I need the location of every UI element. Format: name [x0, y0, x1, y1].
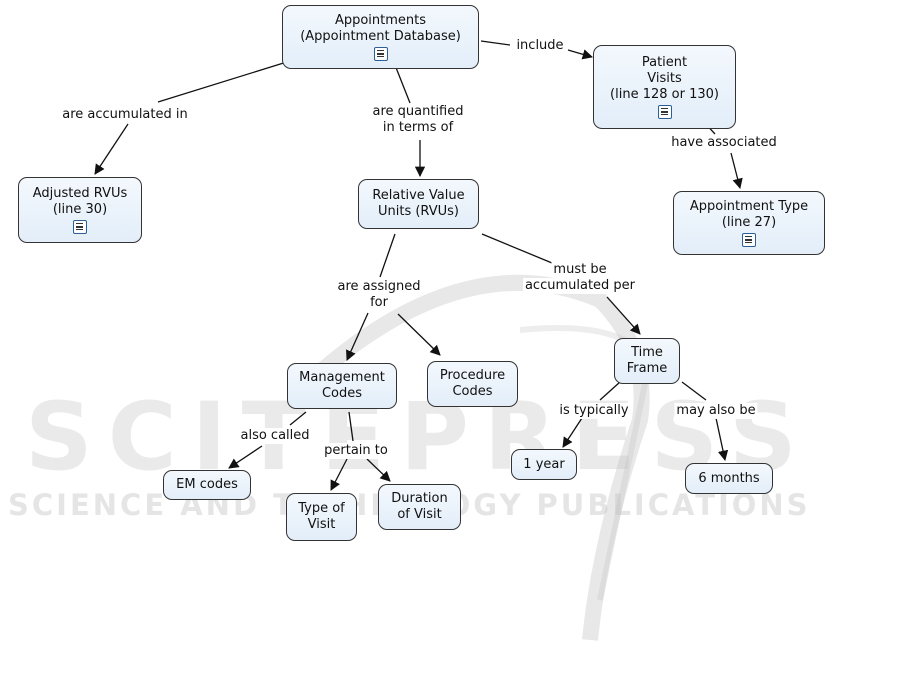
link-assigned-b: [346, 312, 369, 361]
link-label-assigned-1: are assigned: [335, 279, 423, 295]
link-typically-a: [599, 381, 621, 401]
node-rvus[interactable]: Relative Value Units (RVUs): [358, 179, 479, 229]
link-mustbe-b: [606, 296, 641, 335]
link-include-a: [480, 40, 511, 46]
node-em-codes[interactable]: EM codes: [163, 470, 251, 500]
node-appointments[interactable]: Appointments (Appointment Database): [282, 5, 479, 69]
link-label-also-called: also called: [238, 428, 312, 444]
link-alsocalled-b: [228, 445, 263, 469]
link-pertain-b: [330, 458, 348, 491]
link-pertain-c: [366, 458, 391, 482]
link-associated-b: [730, 152, 743, 190]
link-include-b: [567, 49, 593, 60]
link-alsocalled-a: [289, 411, 307, 426]
node-patient-visits[interactable]: Patient Visits (line 128 or 130): [593, 45, 736, 129]
node-procedure-codes[interactable]: Procedure Codes: [427, 361, 518, 407]
node-adjusted-rvus[interactable]: Adjusted RVUs (line 30): [18, 177, 142, 243]
link-label-mustbe-1: must be: [551, 262, 609, 278]
link-assigned-c: [397, 313, 441, 356]
node-six-months[interactable]: 6 months: [685, 463, 773, 494]
link-pertain-a: [348, 411, 354, 442]
link-mayalso-a: [681, 381, 707, 401]
link-label-is-typically: is typically: [557, 403, 631, 419]
link-accumulated-a: [157, 60, 291, 103]
node-duration-of-visit[interactable]: Duration of Visit: [378, 484, 461, 530]
link-label-quantified-1: are quantified: [370, 104, 466, 120]
link-label-may-also-be: may also be: [674, 403, 758, 419]
document-icon[interactable]: [73, 220, 87, 234]
node-time-frame[interactable]: Time Frame: [614, 338, 680, 384]
node-type-of-visit[interactable]: Type of Visit: [286, 493, 357, 541]
link-accumulated-b: [94, 123, 129, 175]
link-label-have-associated: have associated: [669, 135, 779, 151]
document-icon[interactable]: [742, 233, 756, 247]
node-appointment-type[interactable]: Appointment Type (line 27): [673, 191, 825, 255]
link-label-assigned-2: for: [368, 295, 390, 311]
link-label-accumulated-in: are accumulated in: [60, 107, 190, 123]
document-icon[interactable]: [657, 105, 672, 119]
node-one-year[interactable]: 1 year: [511, 449, 577, 480]
link-mayalso-b: [715, 417, 729, 462]
link-label-pertain-to: pertain to: [322, 443, 390, 459]
link-label-include: include: [514, 38, 566, 54]
node-management-codes[interactable]: Management Codes: [287, 363, 397, 409]
link-typically-b: [562, 417, 583, 448]
link-mustbe-a: [481, 233, 553, 264]
link-label-quantified-2: in terms of: [380, 120, 456, 136]
link-assigned-a: [379, 233, 396, 278]
watermark-main: SCITEPRESS: [25, 383, 812, 492]
watermark-swoosh: [294, 274, 650, 641]
link-label-mustbe-2: accumulated per: [522, 278, 638, 294]
document-icon[interactable]: [373, 47, 388, 61]
